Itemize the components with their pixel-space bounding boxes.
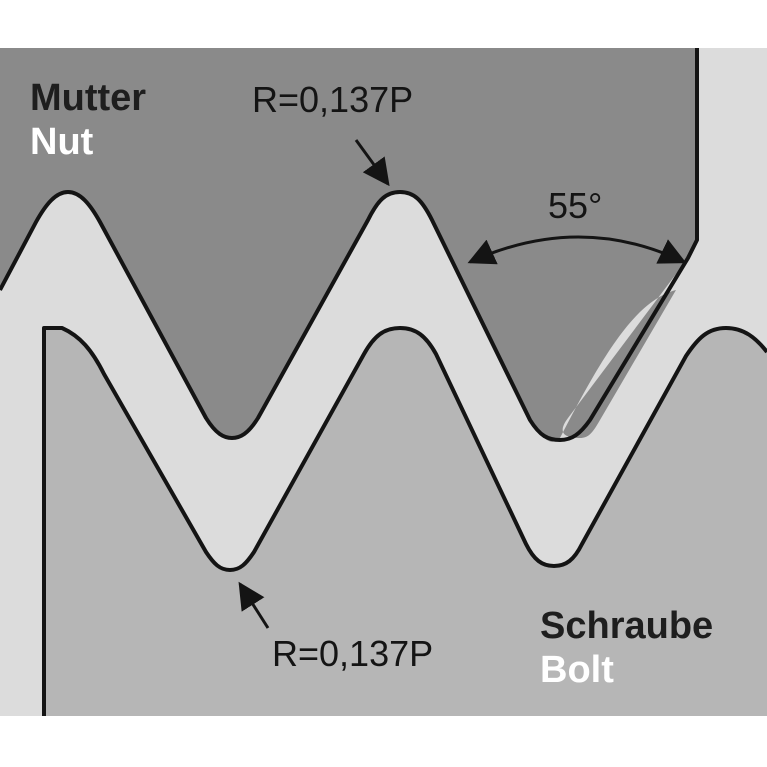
bolt-radius-label: R=0,137P <box>272 633 433 674</box>
nut-body <box>0 48 697 442</box>
nut-radius-label: R=0,137P <box>252 79 413 120</box>
bolt-outline <box>42 326 767 716</box>
bolt-radius-arrow <box>238 581 270 629</box>
bolt-label-en: Bolt <box>540 649 614 691</box>
angle-label: 55° <box>548 185 602 226</box>
nut-label-en: Nut <box>30 121 94 163</box>
nut-label-de: Mutter <box>30 77 146 119</box>
bolt-label-de: Schraube <box>540 605 713 647</box>
nut-flank-outline <box>0 48 699 442</box>
nut-radius-arrow <box>354 139 390 187</box>
bolt-body <box>44 328 767 716</box>
angle-arc <box>467 235 687 265</box>
